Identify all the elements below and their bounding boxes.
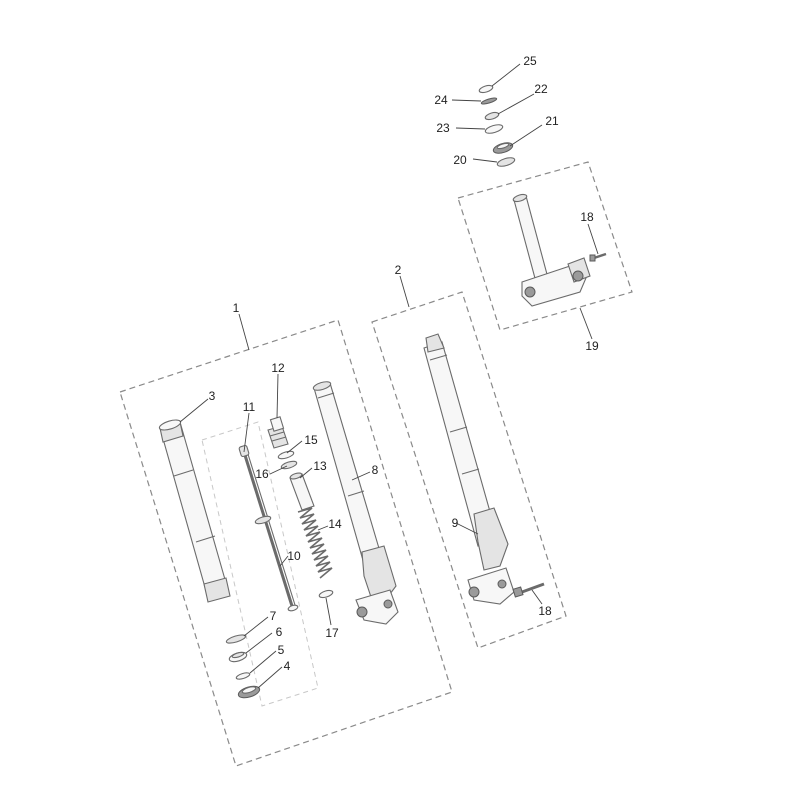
callout-13: 13 [313, 459, 327, 473]
yoke-group-box [457, 161, 633, 331]
callout-8: 8 [372, 463, 379, 477]
ring-part-17 [318, 589, 334, 599]
seal-part-20 [496, 157, 516, 167]
callout-12: 12 [271, 361, 285, 375]
callout-11: 11 [243, 400, 256, 414]
callout-18-upper: 18 [580, 210, 594, 224]
callout-17: 17 [325, 626, 339, 640]
callout-6: 6 [276, 625, 283, 639]
dust-seal-part-4 [237, 685, 261, 699]
outer-tube-part-3 [158, 419, 231, 603]
left-fork-group-box [119, 319, 453, 767]
callout-10: 10 [287, 549, 301, 563]
bolt-part-18-lower [512, 582, 545, 598]
seal-part-7 [225, 634, 247, 644]
callout-21: 21 [545, 114, 559, 128]
washer-part-25 [478, 84, 494, 94]
internals-sub-box [201, 421, 319, 707]
callout-24: 24 [434, 93, 448, 107]
callout-2: 2 [395, 263, 402, 277]
bush-part-6 [228, 651, 248, 663]
callout-25: 25 [523, 54, 537, 68]
callout-1: 1 [233, 301, 240, 315]
callout-14: 14 [328, 517, 342, 531]
clip-part-5 [235, 672, 251, 680]
bolt-part-18-upper [589, 252, 607, 262]
nut-part-22 [484, 111, 500, 121]
callout-19: 19 [585, 339, 599, 353]
circlip-part-24 [480, 97, 498, 105]
damper-rod-part-10 [242, 450, 299, 612]
ring-part-16 [280, 460, 298, 470]
right-fork-group-box [371, 291, 567, 649]
callout-23: 23 [436, 121, 450, 135]
bearing-part-21 [492, 142, 514, 154]
callout-15: 15 [304, 433, 318, 447]
callout-7: 7 [270, 609, 277, 623]
cap-bolt-part-12 [267, 416, 289, 449]
spring-part-14 [297, 507, 333, 579]
spacer-tube-part-13 [289, 472, 315, 511]
yoke-stem-part-19 [512, 193, 591, 307]
leader-lines [179, 63, 599, 689]
inner-tube-part-8 [312, 381, 399, 625]
callout-9: 9 [452, 516, 459, 530]
callout-3: 3 [209, 389, 216, 403]
callout-18-lower: 18 [538, 604, 552, 618]
ring-part-15 [277, 450, 295, 460]
callout-5: 5 [278, 643, 285, 657]
washer-part-23 [484, 124, 504, 134]
callout-22: 22 [534, 82, 548, 96]
right-fork-assembly-part-9 [423, 333, 515, 605]
callout-16: 16 [255, 467, 269, 481]
callout-20: 20 [453, 153, 467, 167]
callout-4: 4 [284, 659, 291, 673]
